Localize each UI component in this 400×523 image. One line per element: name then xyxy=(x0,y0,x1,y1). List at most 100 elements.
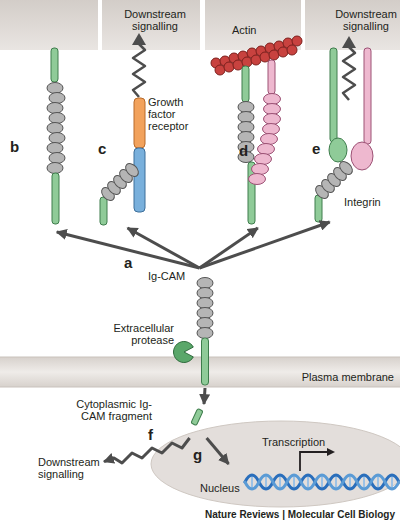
dna-rung xyxy=(363,476,365,488)
signalling-arrowhead xyxy=(342,36,356,48)
connector-arrow xyxy=(128,228,200,268)
fragment-box: Cytoplasmic Ig-CAM fragment xyxy=(40,404,210,438)
connector-arrow xyxy=(204,388,205,404)
ig-domain xyxy=(47,123,63,134)
ig-domain xyxy=(49,153,65,164)
igcam-stalk xyxy=(52,173,59,224)
signalling-label: Downstream signalling xyxy=(122,8,188,32)
ig-domain xyxy=(47,143,63,154)
partner-domain xyxy=(264,114,281,125)
panel-b: b xyxy=(0,0,98,232)
ig-domain xyxy=(238,122,254,133)
ig-domain xyxy=(238,132,254,143)
signalling-label: Downstream signalling xyxy=(38,456,104,480)
protease-label: Extracellular protease xyxy=(100,322,174,346)
nucleus-outline xyxy=(150,420,400,508)
ig-domain xyxy=(238,112,254,123)
integrin-label: Integrin xyxy=(344,196,394,208)
signalling-label: Downstream signalling xyxy=(333,8,399,32)
ig-domain xyxy=(238,102,254,113)
signalling-box: Downstream signalling xyxy=(38,456,104,484)
igcam-stalk xyxy=(242,66,249,102)
dna-rung xyxy=(321,476,323,488)
molecule-label: Ig-CAM xyxy=(148,270,208,282)
membrane-edge xyxy=(0,387,400,388)
actin-label: Actin xyxy=(232,24,272,36)
signalling-zigzag xyxy=(133,44,145,97)
actin-bead xyxy=(269,50,279,60)
igcam-stalk xyxy=(100,197,107,225)
actin-bead xyxy=(233,60,243,70)
cell-membrane xyxy=(205,0,301,50)
dna-rung xyxy=(335,476,337,488)
ig-domain xyxy=(197,318,213,329)
ig-domain xyxy=(197,298,213,309)
actin-bead xyxy=(215,65,225,75)
plasma-membrane xyxy=(0,357,400,387)
panel-letter: c xyxy=(98,140,112,157)
panel-letter: b xyxy=(10,138,24,155)
actin-bead xyxy=(292,36,302,46)
actin-bead xyxy=(224,62,234,72)
partner-stalk xyxy=(268,60,275,94)
panel-letter: d xyxy=(239,142,253,159)
dna-rung xyxy=(307,476,309,488)
igcam-stalk xyxy=(51,48,58,82)
transcription-label: Transcription xyxy=(262,436,342,448)
panel-letter: a xyxy=(124,254,138,271)
actin-bead xyxy=(251,55,261,65)
protease-symbol xyxy=(174,342,194,363)
ig-domain xyxy=(47,163,63,174)
dna-rung xyxy=(377,476,379,488)
panel-e: e xyxy=(305,0,400,222)
ig-domain xyxy=(197,278,213,289)
nucleus-shape xyxy=(151,421,400,507)
cell-membrane xyxy=(305,0,400,50)
partner-domain xyxy=(264,94,281,105)
integrin-head xyxy=(329,138,347,162)
partner-domain xyxy=(252,164,269,175)
receptor-lower xyxy=(134,148,145,212)
signalling-arrowhead xyxy=(132,33,146,45)
ig-domain xyxy=(337,159,355,177)
integrin-head xyxy=(351,142,373,170)
membrane-edge xyxy=(0,357,400,358)
ig-domain xyxy=(197,328,213,339)
cell-membrane xyxy=(102,0,200,50)
dna-rung xyxy=(251,476,253,488)
actin-bead xyxy=(242,57,252,67)
edge-letter: f xyxy=(148,426,153,443)
ig-domain xyxy=(47,83,63,94)
nucleus-ellipse: TranscriptionNucleus xyxy=(150,420,400,508)
dna-rung xyxy=(391,476,393,488)
partner-domain xyxy=(261,134,278,145)
ig-domain xyxy=(49,93,65,104)
ig-domain xyxy=(47,103,63,114)
cell-membrane xyxy=(0,0,98,50)
partner-domain xyxy=(258,144,275,155)
dna-rung xyxy=(293,476,295,488)
integrin-stalk xyxy=(330,48,337,142)
receptor-label: Growth factor receptor xyxy=(148,96,200,132)
dna-rung xyxy=(265,476,267,488)
figure-caption: Nature Reviews | Molecular Cell Biology xyxy=(205,509,395,521)
actin-bead xyxy=(287,45,297,55)
ig-domain xyxy=(49,113,65,124)
igcam-stalk xyxy=(315,195,322,222)
partner-domain xyxy=(255,154,272,165)
signalling-zigzag xyxy=(343,47,355,100)
partner-domain xyxy=(263,124,280,135)
connector-arrow xyxy=(200,222,330,268)
dna-rung xyxy=(349,476,351,488)
membrane-label: Plasma membrane xyxy=(296,371,394,383)
connector-arrow xyxy=(200,228,258,268)
igcam-fragment xyxy=(191,408,203,425)
partner-domain xyxy=(249,174,266,185)
dna-rung xyxy=(279,476,281,488)
ig-domain xyxy=(49,133,65,144)
fragment-label: Cytoplasmic Ig-CAM fragment xyxy=(57,398,152,422)
partner-domain xyxy=(264,104,281,115)
